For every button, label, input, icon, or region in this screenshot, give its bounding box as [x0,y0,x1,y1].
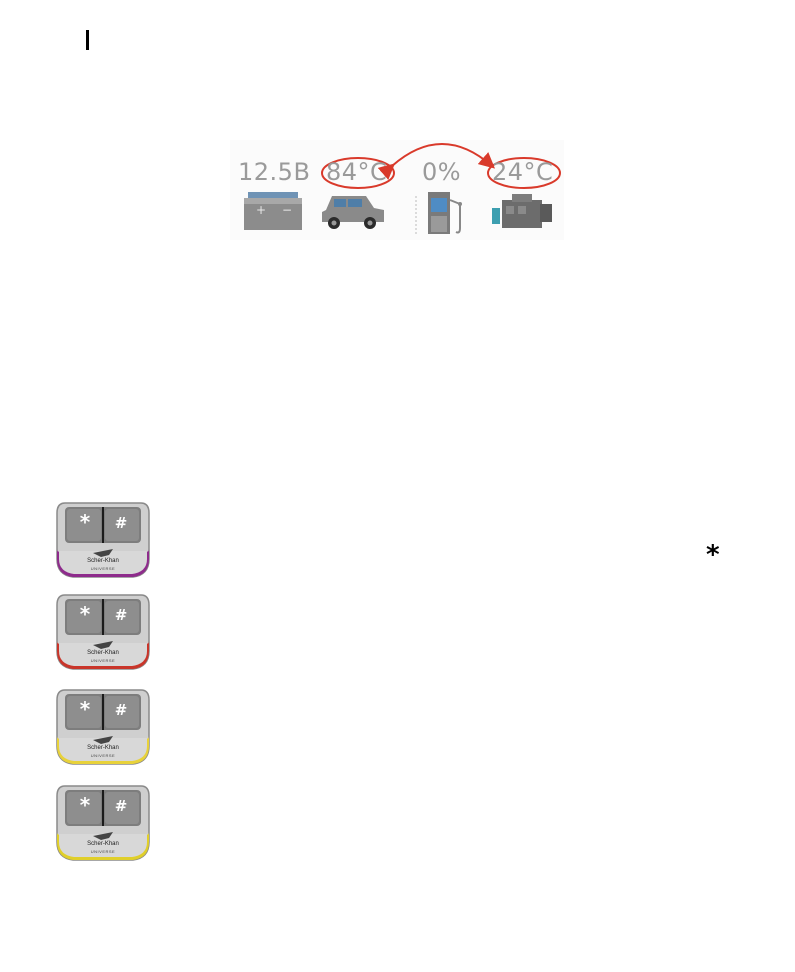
model-name: UNIVERSE [90,849,116,854]
fob-body [56,689,150,765]
highlight-overlay [321,143,561,189]
model-name: UNIVERSE [90,753,116,758]
fuel-reading: 0% [422,158,462,186]
key-fob: * # Scher-Khan UNIVERSE [55,593,151,673]
brand-logo [93,549,113,557]
key-fob: * # Scher-Khan UNIVERSE [55,688,151,768]
status-strip: 12.5B 84°C 0% 24°C + − [230,140,564,240]
star-button[interactable]: * [79,510,91,534]
star-button[interactable]: * [79,697,91,721]
brand-name: Scher-Khan [87,841,119,847]
car-temp-reading: 84°C [326,158,388,186]
star-button[interactable]: * [79,602,91,626]
star-button[interactable]: * [79,793,91,817]
hash-button[interactable]: # [114,514,128,532]
svg-text:−: − [282,203,292,217]
engine-temp-reading: 24°C [492,158,554,186]
brand-logo [93,832,113,840]
footnote-mark: * [706,540,720,570]
brand-name: Scher-Khan [87,745,119,751]
link-arrow [377,143,496,180]
key-fob: * # Scher-Khan UNIVERSE [55,784,151,864]
brand-name: Scher-Khan [87,650,119,656]
brand-name: Scher-Khan [87,558,119,564]
fob-body [56,785,150,861]
svg-text:+: + [256,203,266,217]
brand-logo [93,736,113,744]
battery-reading: 12.5B [238,158,311,186]
margin-bar [86,30,89,50]
model-name: UNIVERSE [90,566,116,571]
hash-button[interactable]: # [114,797,128,815]
fob-body [56,502,150,578]
brand-logo [93,641,113,649]
fob-body [56,594,150,670]
key-fob: * # Scher-Khan UNIVERSE [55,501,151,581]
hash-button[interactable]: # [114,606,128,624]
hash-button[interactable]: # [114,701,128,719]
model-name: UNIVERSE [90,658,116,663]
